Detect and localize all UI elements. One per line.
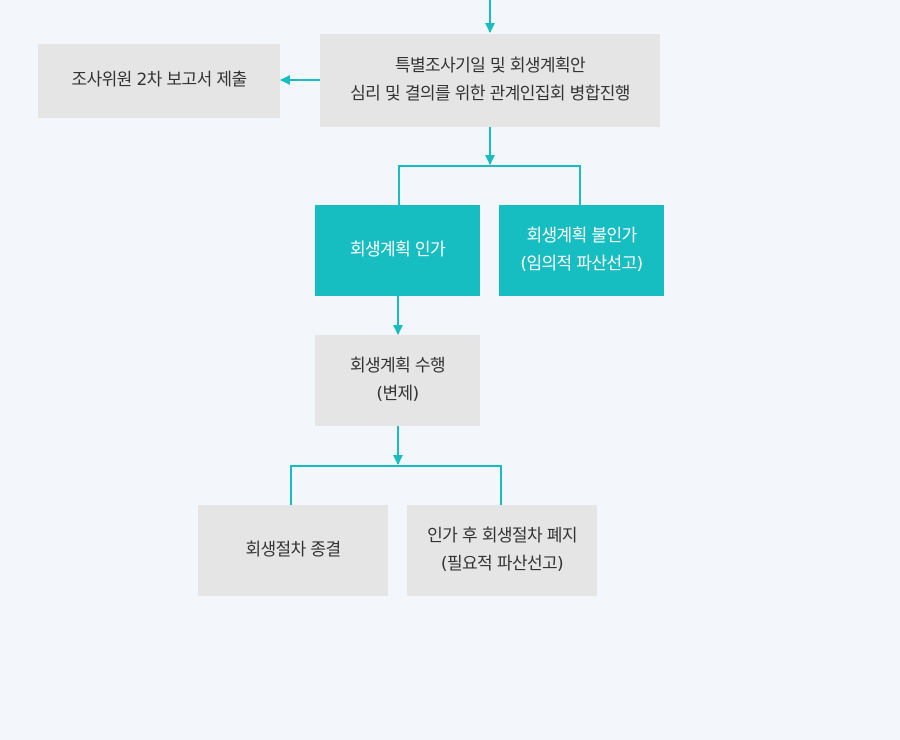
report-submission-box: 조사위원 2차 보고서 제출 xyxy=(38,44,280,118)
joint-meeting-label-line2: 심리 및 결의를 위한 관계인집회 병합진행 xyxy=(350,83,630,104)
plan-execution-box: 회생계획 수행 (변제) xyxy=(315,335,480,426)
procedure-abolished-label-line1: 인가 후 회생절차 폐지 xyxy=(427,526,577,547)
report-submission-label: 조사위원 2차 보고서 제출 xyxy=(71,70,247,91)
procedure-closed-label: 회생절차 종결 xyxy=(245,539,341,560)
procedure-closed-box: 회생절차 종결 xyxy=(198,505,388,596)
procedure-abolished-label-line2: (필요적 파산선고) xyxy=(440,553,564,574)
plan-execution-label-line2: (변제) xyxy=(376,383,419,404)
procedure-abolished-box: 인가 후 회생절차 폐지 (필요적 파산선고) xyxy=(407,505,597,596)
plan-approved-box: 회생계획 인가 xyxy=(315,205,480,296)
plan-execution-label-line1: 회생계획 수행 xyxy=(349,356,446,377)
plan-rejected-label-line1: 회생계획 불인가 xyxy=(526,226,637,247)
plan-approved-label: 회생계획 인가 xyxy=(349,239,446,260)
branch-execution-outcome xyxy=(290,465,502,505)
joint-meeting-label-line1: 특별조사기일 및 회생계획안 xyxy=(394,56,586,77)
plan-rejected-label-line2: (임의적 파산선고) xyxy=(520,253,643,274)
plan-rejected-box: 회생계획 불인가 (임의적 파산선고) xyxy=(499,205,664,296)
joint-meeting-box: 특별조사기일 및 회생계획안 심리 및 결의를 위한 관계인집회 병합진행 xyxy=(320,34,660,127)
branch-approval-decision xyxy=(398,165,581,205)
